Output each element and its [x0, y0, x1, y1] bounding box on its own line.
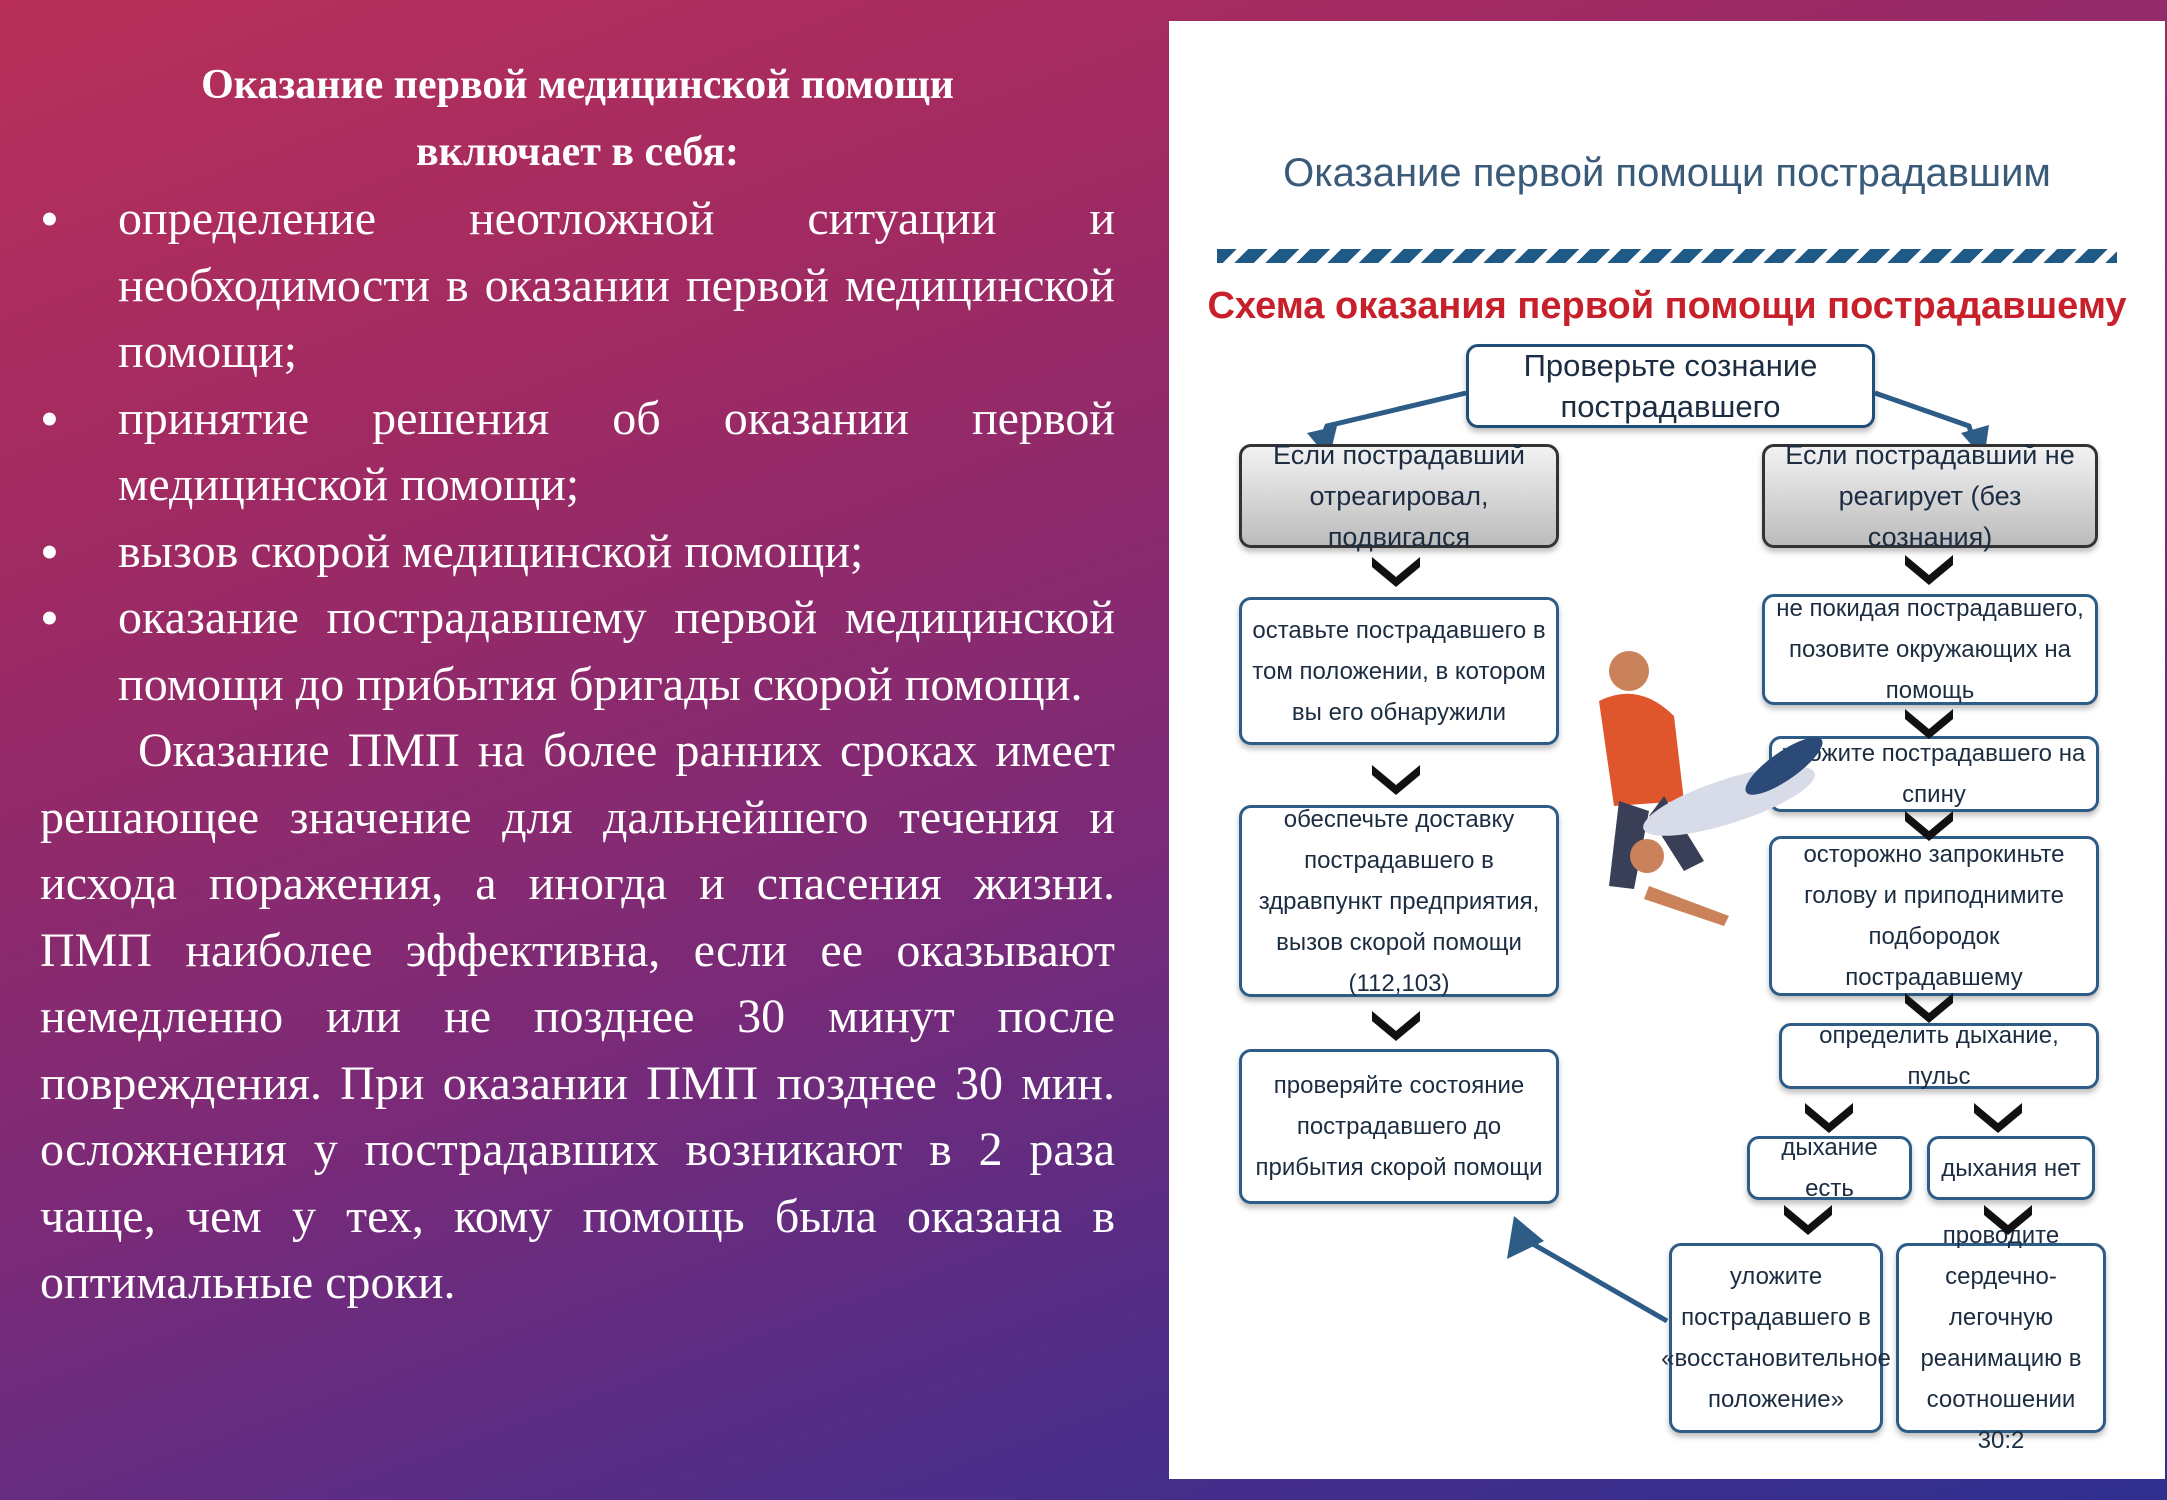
left-step-box: оставьте пострадавшего в том положении, …: [1239, 597, 1559, 745]
chevron-down-icon: [1905, 811, 1953, 841]
first-aid-diagram: Оказание первой помощи пострадавшим Схем…: [1169, 21, 2165, 1479]
body-paragraph: Оказание ПМП на более ранних сроках имее…: [40, 724, 1115, 1309]
chevron-down-icon: [1784, 1205, 1832, 1235]
breathing-yes-box: дыхание есть: [1747, 1134, 1912, 1202]
chevron-down-icon: [1372, 765, 1420, 795]
chevron-down-icon: [1372, 1011, 1420, 1041]
heading-line-1: Оказание первой медицинской помощи: [201, 62, 954, 108]
right-step-box: не покидая пострадавшего, позовите окруж…: [1762, 594, 2098, 705]
rescuer-illustration: [1599, 651, 1823, 926]
decorative-stripe: [1217, 249, 2117, 263]
bullet-item: принятие решения об оказании первой меди…: [40, 386, 1115, 519]
left-step-box: проверяйте состояние пострадавшего до пр…: [1239, 1049, 1559, 1204]
right-step-box: осторожно запрокиньте голову и приподним…: [1769, 836, 2099, 996]
left-step-box: обеспечьте доставку пострадавшего в здра…: [1239, 805, 1559, 997]
heading-line-2: включает в себя:: [415, 129, 740, 175]
bullet-list: определение неотложной ситуации и необхо…: [40, 186, 1115, 718]
chevron-down-icon: [1984, 1205, 2032, 1235]
scheme-title: Схема оказания первой помощи пострадавше…: [1207, 285, 2127, 327]
root-box: Проверьте сознание пострадавшего: [1466, 344, 1875, 428]
chevron-down-icon: [1372, 557, 1420, 587]
chevron-down-icon: [1805, 1103, 1853, 1133]
bullet-item: определение неотложной ситуации и необхо…: [40, 186, 1115, 386]
left-branch-header: Если пострадавший отреагировал, подвигал…: [1239, 440, 1559, 552]
chevron-down-icon: [1905, 709, 1953, 739]
chevron-down-icon: [1974, 1103, 2022, 1133]
bullet-item: вызов скорой медицинской помощи;: [40, 519, 1115, 586]
chevron-down-icon: [1905, 555, 1953, 585]
right-step-box: определить дыхание, пульс: [1779, 1022, 2099, 1090]
diagram-heading: Оказание первой помощи пострадавшим: [1283, 151, 2051, 195]
cpr-box: проводите сердечно-легочную реанимацию в…: [1896, 1222, 2106, 1454]
recovery-position-box: уложите пострадавшего в «восстановительн…: [1661, 1243, 1891, 1433]
breathing-no-box: дыхания нет: [1927, 1136, 2095, 1200]
chevron-down-icon: [1905, 993, 1953, 1023]
right-step-box: уложите пострадавшего на спину: [1769, 736, 2099, 812]
text-column: Оказание первой медицинской помощи включ…: [40, 40, 1115, 1317]
right-branch-header: Если пострадавший не реагирует (без созн…: [1762, 440, 2098, 552]
bullet-item: оказание пострадавшему первой медицинско…: [40, 585, 1115, 718]
